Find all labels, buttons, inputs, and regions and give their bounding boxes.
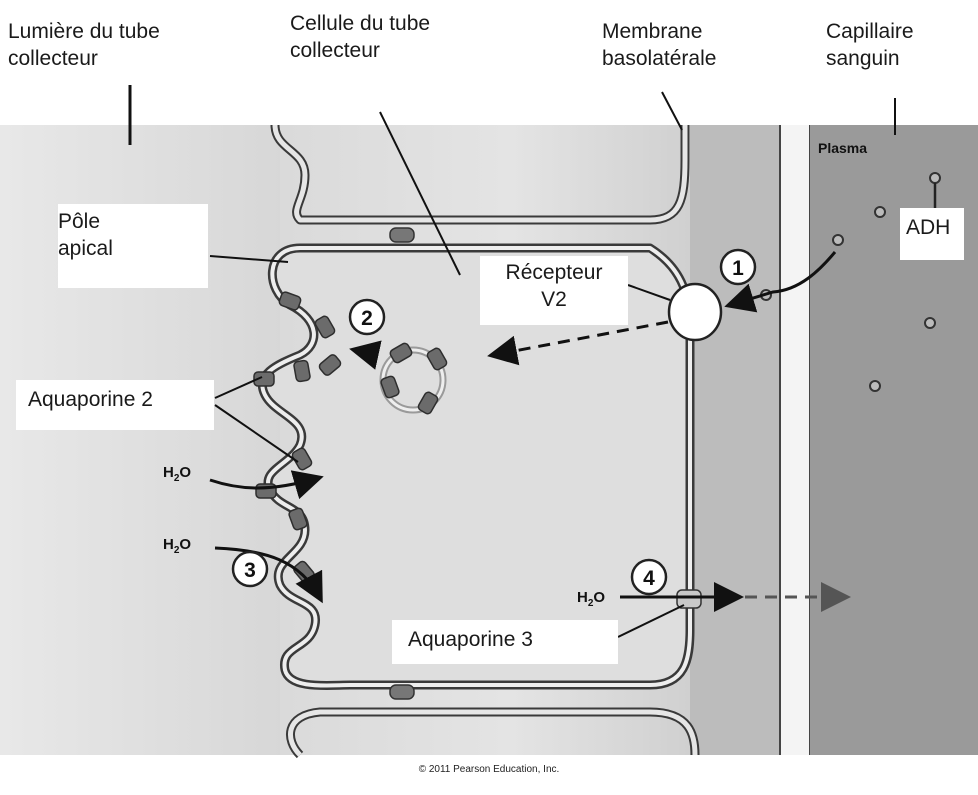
membrane-label-line2: basolatérale — [602, 45, 716, 72]
cell-label-line1: Cellule du tube — [290, 10, 430, 37]
aquaporin3-channel — [677, 590, 701, 608]
interstitial-region — [690, 125, 780, 755]
aquaporin3-text: Aquaporine 3 — [408, 626, 618, 653]
lumen-label-line2: collecteur — [8, 45, 160, 72]
lumen-label: Lumière du tube collecteur — [8, 18, 160, 72]
membrane-label: Membrane basolatérale — [602, 18, 716, 72]
receptor-v2-label: Récepteur V2 — [480, 256, 628, 325]
aquaporin2-label: Aquaporine 2 — [16, 380, 214, 430]
apical-pole-line2: apical — [58, 235, 208, 262]
step-1-label: 1 — [732, 257, 744, 280]
capillary-label-line2: sanguin — [826, 45, 914, 72]
step-2-marker: 2 — [350, 300, 384, 334]
cell-label-line2: collecteur — [290, 37, 430, 64]
cell-label: Cellule du tube collecteur — [290, 10, 430, 64]
step-2-label: 2 — [361, 307, 373, 330]
receptor-v2-line2: V2 — [480, 286, 628, 313]
capillary-label-line1: Capillaire — [826, 18, 914, 45]
apical-pole-label: Pôle apical — [58, 204, 208, 288]
v2-receptor — [669, 284, 721, 340]
junction-protein-lower — [390, 685, 414, 699]
plasma-label: Plasma — [818, 140, 867, 156]
step-3-label: 3 — [244, 559, 256, 582]
step-4-marker: 4 — [632, 560, 666, 594]
capillary-wall — [780, 125, 810, 755]
step-1-marker: 1 — [721, 250, 755, 284]
copyright-notice: © 2011 Pearson Education, Inc. — [0, 764, 978, 775]
membrane-label-line1: Membrane — [602, 18, 716, 45]
aquaporin3-label: Aquaporine 3 — [392, 620, 618, 664]
capillary-label: Capillaire sanguin — [826, 18, 914, 72]
membrane-leader — [662, 92, 682, 130]
apical-pole-line1: Pôle — [58, 208, 208, 235]
adh-text: ADH — [906, 214, 964, 241]
junction-protein-upper — [390, 228, 414, 242]
adh-label: ADH — [900, 208, 964, 260]
lumen-label-line1: Lumière du tube — [8, 18, 160, 45]
step-3-marker: 3 — [233, 552, 267, 586]
step-4-label: 4 — [643, 567, 655, 590]
receptor-v2-line1: Récepteur — [480, 259, 628, 286]
aquaporin2-text: Aquaporine 2 — [28, 386, 214, 413]
